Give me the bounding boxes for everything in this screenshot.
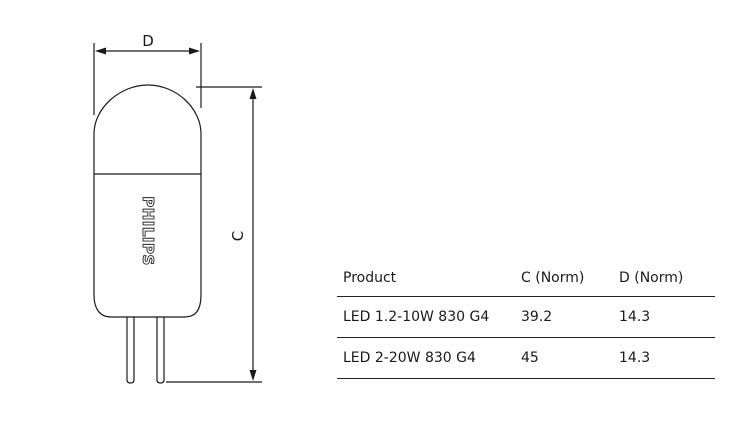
cell-c-norm: 45 [515,337,613,379]
dim-d-arrow-left [95,47,106,55]
cell-d-norm: 14.3 [613,337,715,379]
cell-d-norm: 14.3 [613,296,715,338]
lamp-pin-right [156,317,165,384]
table-header-row: Product C (Norm) D (Norm) [337,260,715,297]
dim-d-label: D [142,32,154,50]
header-product: Product [337,260,515,297]
cell-product: LED 1.2-10W 830 G4 [337,296,515,338]
dim-c-label: C [229,231,247,241]
dim-c-arrow-top [249,88,257,99]
header-d-norm: D (Norm) [613,260,715,297]
spec-table: Product C (Norm) D (Norm) LED 1.2-10W 83… [337,260,715,379]
brand-logo-text: PHILIPS [139,196,157,266]
lamp-pin-left [126,317,135,384]
table-row: LED 1.2-10W 830 G4 39.2 14.3 [337,296,715,338]
table-row: LED 2-20W 830 G4 45 14.3 [337,337,715,379]
dim-d-arrow-right [189,47,200,55]
lamp-capsule-body [93,84,202,318]
header-c-norm: C (Norm) [515,260,613,297]
dim-c-arrow-bottom [249,370,257,381]
cell-c-norm: 39.2 [515,296,613,338]
cell-product: LED 2-20W 830 G4 [337,337,515,379]
